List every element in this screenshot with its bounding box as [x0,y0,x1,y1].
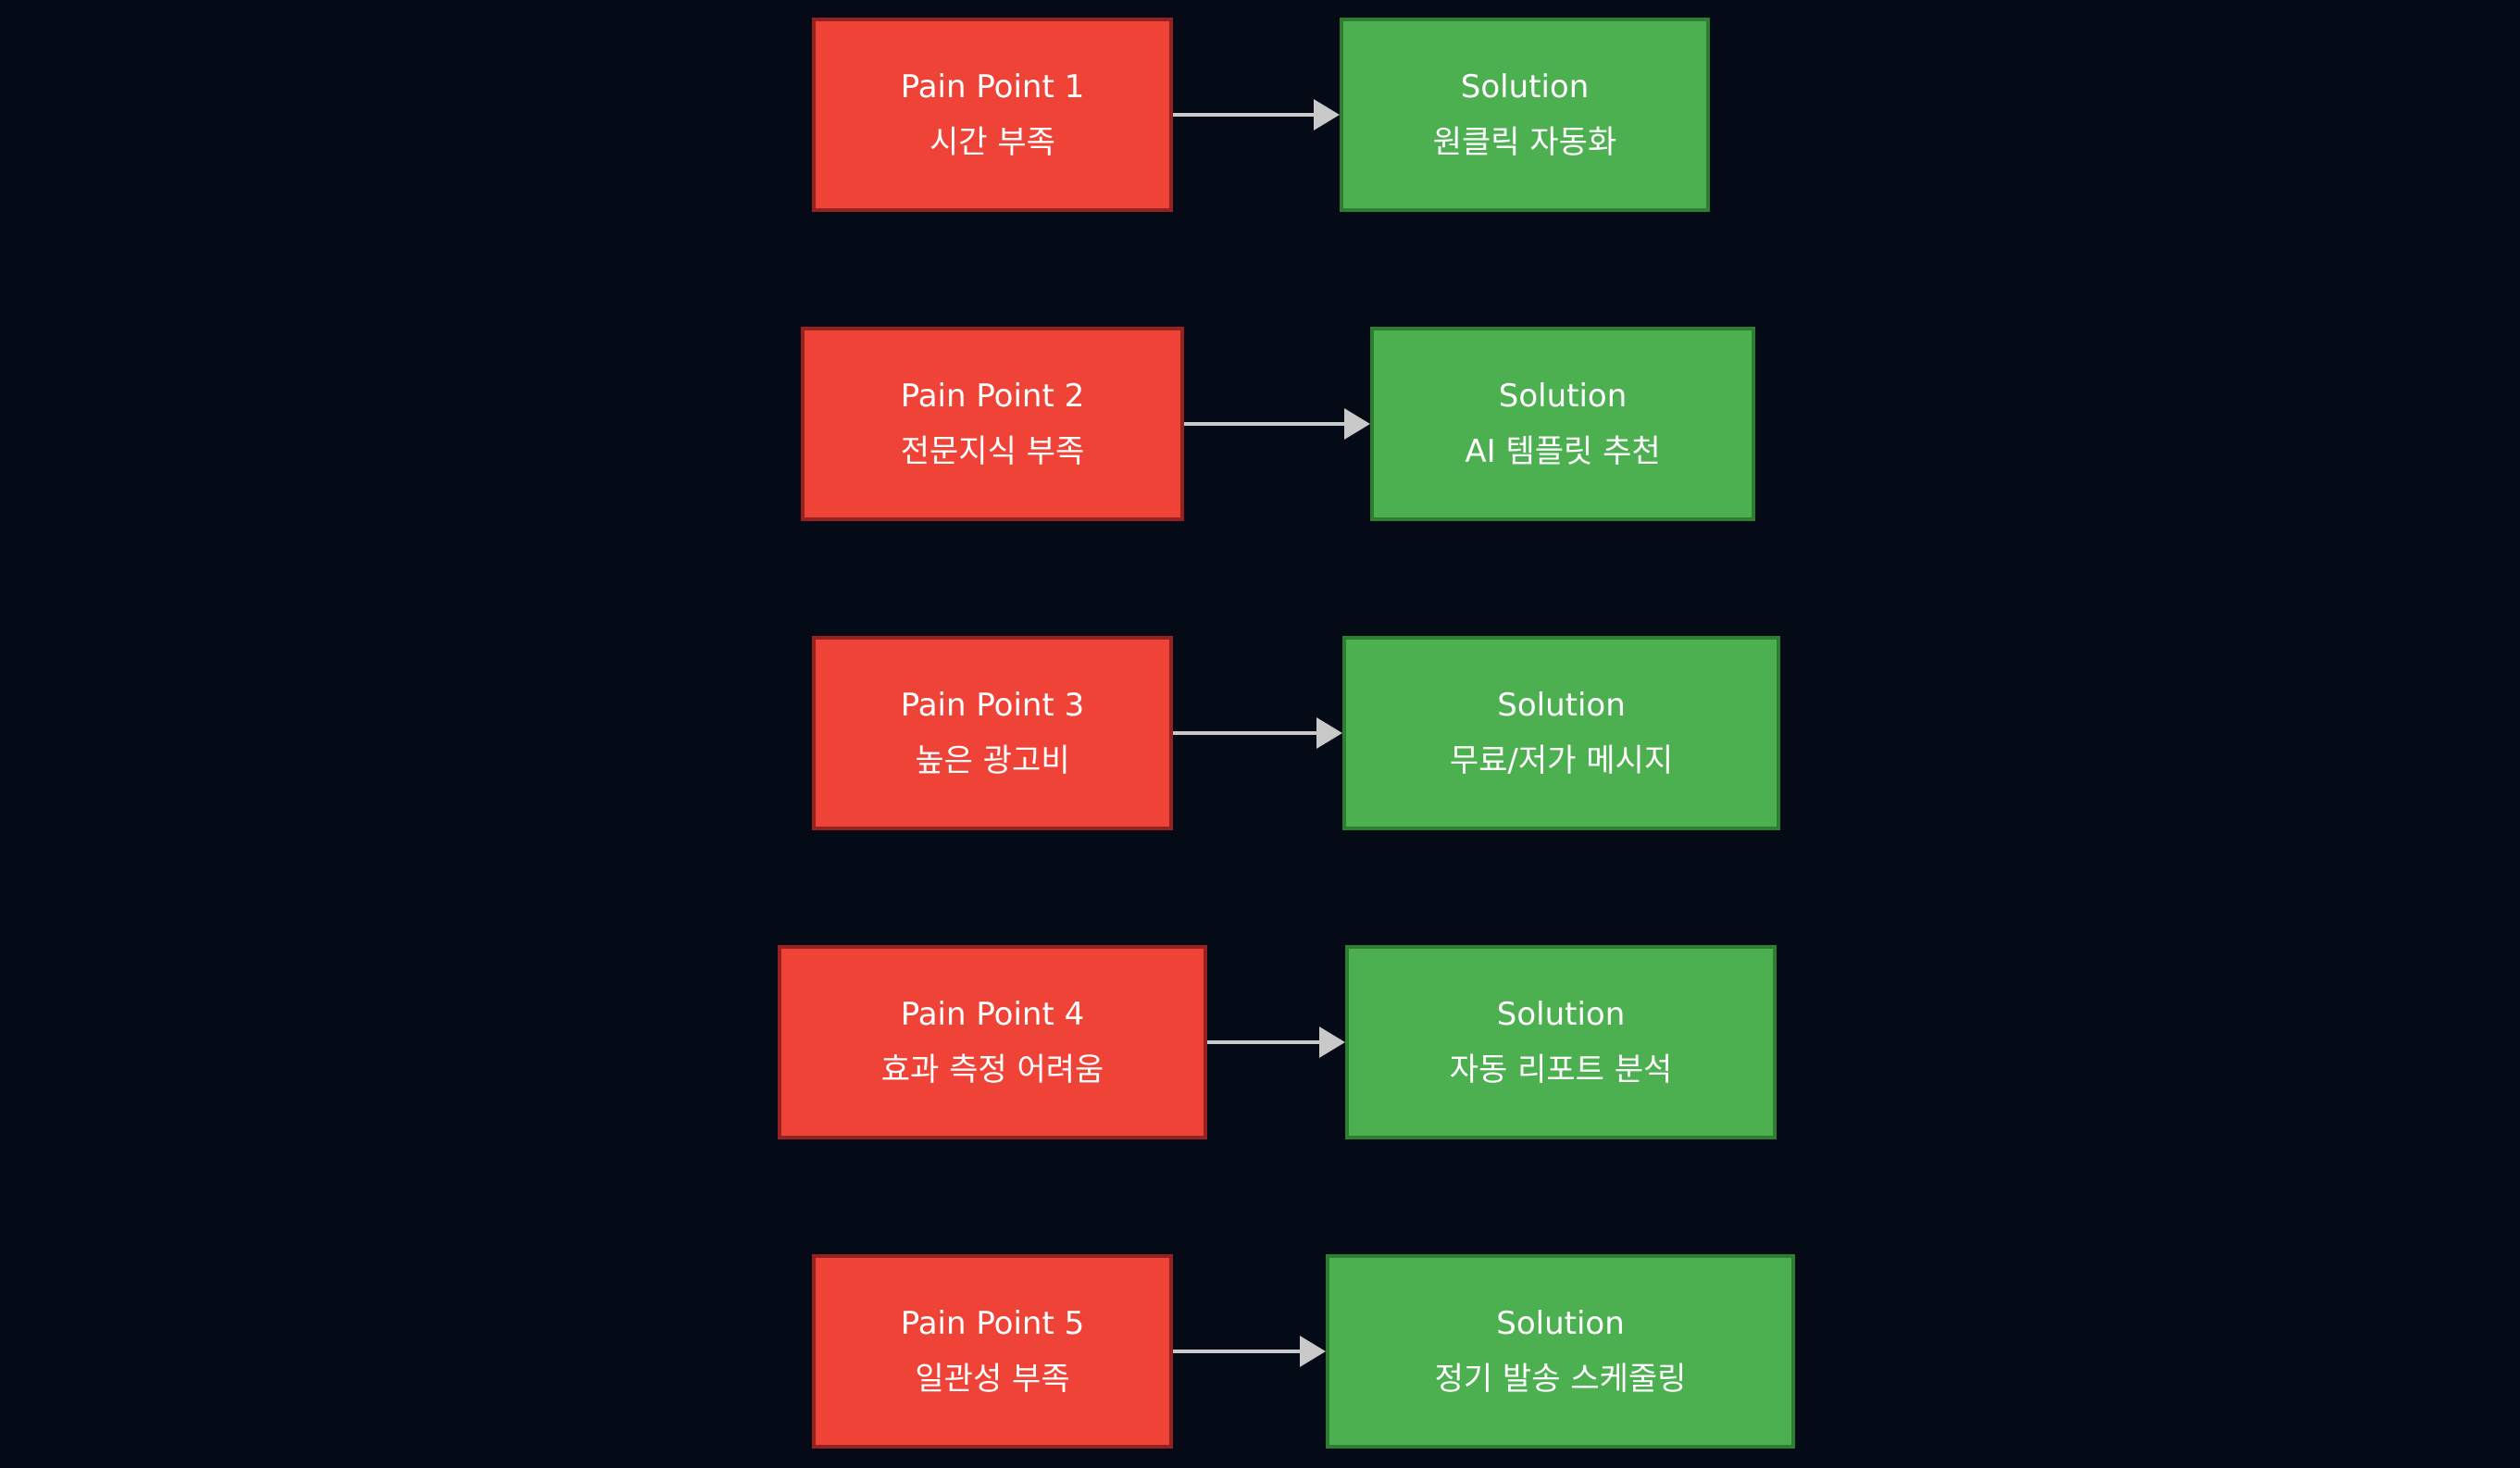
arrow-shaft [1173,731,1318,735]
node-title: Solution [1460,68,1590,106]
arrow-connector [1173,1336,1326,1367]
node-title: Pain Point 2 [900,378,1085,415]
arrow-connector [1173,717,1342,749]
node-subtitle: 전문지식 부족 [900,433,1085,470]
pain-point-node: Pain Point 2 전문지식 부족 [801,327,1184,521]
node-title: Pain Point 3 [900,687,1085,724]
node-subtitle: 효과 측정 어려움 [880,1051,1104,1089]
arrow-shaft [1173,113,1316,117]
solution-node: Solution AI 템플릿 추천 [1370,327,1755,521]
arrow-connector [1184,408,1370,440]
solution-node: Solution 정기 발송 스케줄링 [1326,1254,1795,1449]
arrow-head-icon [1344,408,1370,440]
node-subtitle: 높은 광고비 [915,742,1070,779]
node-subtitle: 자동 리포트 분석 [1449,1051,1673,1089]
solution-node: Solution 자동 리포트 분석 [1345,945,1777,1139]
node-title: Pain Point 5 [900,1305,1085,1342]
arrow-head-icon [1319,1026,1345,1058]
node-subtitle: AI 템플릿 추천 [1465,433,1661,470]
node-title: Solution [1496,1305,1625,1342]
solution-node: Solution 원클릭 자동화 [1340,18,1710,212]
pain-point-node: Pain Point 5 일관성 부족 [812,1254,1173,1449]
node-subtitle: 무료/저가 메시지 [1449,742,1674,779]
node-subtitle: 시간 부족 [929,124,1055,161]
arrow-head-icon [1316,717,1342,749]
arrow-connector [1173,99,1340,131]
arrow-shaft [1207,1040,1321,1044]
arrow-shaft [1184,422,1346,426]
node-title: Pain Point 4 [900,996,1085,1033]
arrow-head-icon [1314,99,1340,131]
node-subtitle: 원클릭 자동화 [1432,124,1617,161]
pain-point-node: Pain Point 3 높은 광고비 [812,636,1173,830]
solution-node: Solution 무료/저가 메시지 [1342,636,1780,830]
node-subtitle: 정기 발송 스케줄링 [1434,1361,1687,1398]
node-title: Pain Point 1 [900,68,1085,106]
pain-point-node: Pain Point 4 효과 측정 어려움 [778,945,1207,1139]
node-subtitle: 일관성 부족 [915,1361,1070,1398]
node-title: Solution [1498,378,1628,415]
arrow-head-icon [1300,1336,1326,1367]
pain-point-node: Pain Point 1 시간 부족 [812,18,1173,212]
node-title: Solution [1497,687,1626,724]
arrow-connector [1207,1026,1345,1058]
arrow-shaft [1173,1350,1302,1353]
node-title: Solution [1496,996,1626,1033]
